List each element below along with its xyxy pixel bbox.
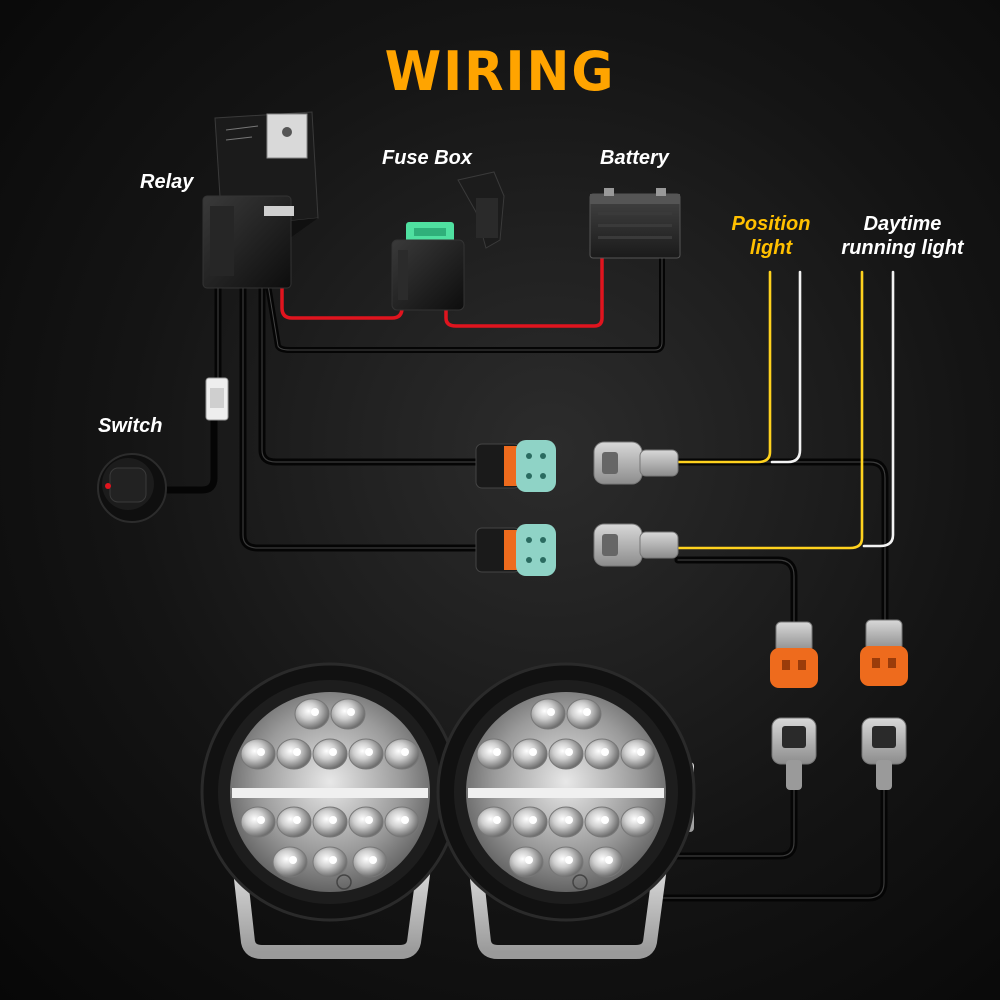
drl-wire-yellow	[676, 270, 864, 550]
black-wires	[156, 255, 889, 902]
led-lamps	[200, 662, 696, 959]
wire-relay-to-lower-plug	[239, 281, 480, 552]
fuse-box	[391, 171, 505, 311]
rocker-switch	[97, 453, 167, 523]
relay	[202, 111, 319, 289]
position-label-line2: light	[749, 237, 793, 259]
position-label-line1: Position	[731, 213, 811, 235]
drl-wire-white	[862, 270, 895, 548]
switch-indicator	[105, 483, 111, 489]
wire-switch-feed	[156, 416, 218, 494]
lamp-bracket	[231, 851, 433, 959]
lamp-plug-left-female	[770, 621, 818, 688]
battery	[589, 188, 681, 259]
wire-relay-to-fuse	[280, 283, 404, 320]
position-light-label: Position light	[716, 212, 826, 260]
page-title: WIRING	[384, 40, 616, 103]
led-lamp-2	[436, 662, 696, 959]
battery-label: Battery	[600, 147, 669, 169]
lamp-plug-right-male	[861, 717, 907, 790]
position-wire-white	[770, 270, 802, 464]
harness-connector-upper-male	[593, 441, 679, 485]
lamp-plug-right-female	[860, 619, 908, 686]
lamp-bracket	[467, 851, 669, 959]
wire-lower-to-left-plug	[674, 556, 798, 626]
drl-label-line2: running light	[841, 237, 964, 259]
wire-fuse-to-battery	[444, 198, 604, 328]
led-lamp-1	[200, 662, 460, 959]
fuse-box-label: Fuse Box	[382, 147, 473, 169]
harness-connector-lower-male	[593, 523, 679, 567]
red-wires	[280, 198, 604, 328]
harness-connector-upper-female	[475, 440, 556, 492]
signal-wires	[676, 270, 895, 550]
daytime-running-light-label: Daytime running light	[830, 212, 975, 260]
position-wire-yellow	[676, 270, 772, 464]
wire-upper-to-right-plug	[674, 458, 889, 624]
lamp-plug-left-male	[771, 717, 817, 790]
harness-connector-lower-female	[475, 524, 556, 576]
relay-label: Relay	[140, 171, 194, 193]
drl-label-line1: Daytime	[863, 213, 942, 235]
wire-relay-to-upper-plug	[258, 281, 480, 466]
inline-connector	[205, 377, 229, 421]
switch-label: Switch	[98, 415, 163, 437]
